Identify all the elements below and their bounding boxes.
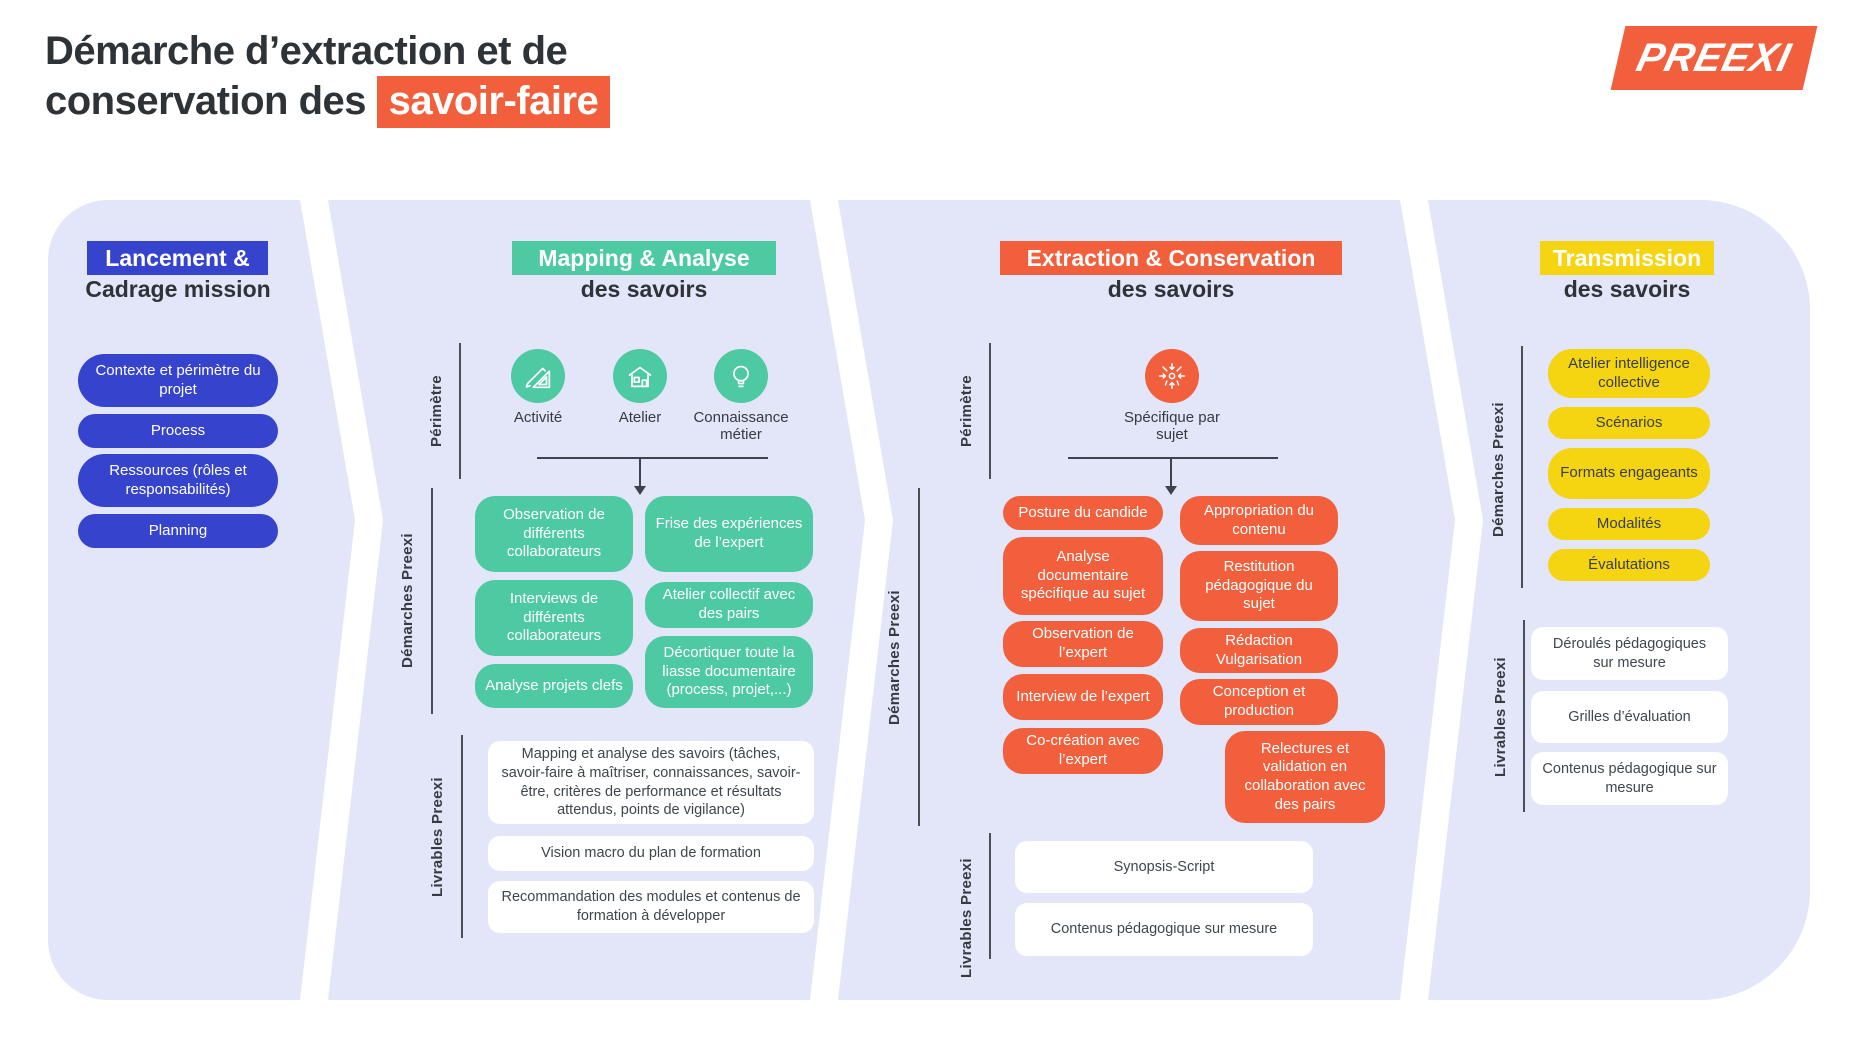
white-box-grilles: Grilles d’évaluation	[1531, 691, 1728, 743]
panel1-header-highlight: Lancement &	[87, 241, 268, 275]
orange-box-relectures: Relectures et validation en collaboratio…	[1225, 731, 1385, 823]
panel2-demarches-label: Démarches Preexi	[399, 533, 416, 669]
yellow-box-scenarios: Scénarios	[1548, 407, 1710, 439]
panel2-perimetre-label: Périmètre	[428, 375, 445, 448]
panel-transmission	[1428, 200, 1810, 1000]
panel3-perimetre-label: Périmètre	[958, 375, 975, 448]
panel3-bracket-line	[1068, 457, 1278, 459]
yellow-box-evalutations: Évalutations	[1548, 549, 1710, 581]
teal-box-decortiquer: Décortiquer toute la liasse documentaire…	[645, 636, 813, 708]
converge-icon	[1145, 349, 1199, 403]
teal-box-atelier-collectif: Atelier collectif avec des pairs	[645, 582, 813, 628]
panel3-header-highlight: Extraction & Conservation	[1000, 241, 1342, 275]
pill-ressources: Ressources (rôles et responsabilités)	[78, 454, 278, 507]
icon-label-atelier: Atelier	[618, 409, 662, 426]
orange-box-posture: Posture du candide	[1003, 496, 1163, 530]
panel4-demarches-line	[1521, 346, 1523, 588]
teal-box-analyse-projets: Analyse projets clefs	[475, 664, 633, 708]
panel2-livrables-label: Livrables Preexi	[429, 777, 446, 897]
teal-box-interviews: Interviews de différents collaborateurs	[475, 580, 633, 656]
panel4-livrables-line	[1523, 620, 1525, 812]
title-line1: Démarche d’extraction et de	[45, 29, 568, 73]
panel2-header-rest: des savoirs	[580, 276, 708, 302]
orange-box-appropriation: Appropriation du contenu	[1180, 496, 1338, 545]
white-box-synopsis: Synopsis-Script	[1015, 841, 1313, 893]
preexi-logo-text: PREEXI	[1632, 35, 1796, 80]
ruler-pencil-icon	[511, 349, 565, 403]
panel3-header-rest: des savoirs	[1107, 276, 1235, 302]
white-box-mapping-analyse: Mapping et analyse des savoirs (tâches, …	[488, 741, 814, 824]
page-title: Démarche d’extraction et de conservation…	[45, 26, 611, 128]
teal-box-observation: Observation de différents collaborateurs	[475, 496, 633, 572]
icon-label-activite: Activité	[513, 409, 563, 426]
workshop-icon	[613, 349, 667, 403]
yellow-box-formats: Formats engageants	[1548, 448, 1710, 499]
orange-box-redaction: Rédaction Vulgarisation	[1180, 628, 1338, 673]
white-box-contenus-p3: Contenus pédagogique sur mesure	[1015, 903, 1313, 956]
panel3-arrowhead-icon	[1165, 486, 1177, 495]
panel4-demarches-label: Démarches Preexi	[1490, 402, 1507, 538]
panel3-arrow	[1170, 457, 1172, 487]
orange-box-conception: Conception et production	[1180, 679, 1338, 725]
white-box-recommandation: Recommandation des modules et contenus d…	[488, 881, 814, 933]
orange-box-cocreation: Co-création avec l’expert	[1003, 728, 1163, 774]
orange-box-interview-expert: Interview de l’expert	[1003, 674, 1163, 720]
panel1-header-rest: Cadrage mission	[85, 276, 271, 302]
panel4-header-rest: des savoirs	[1563, 276, 1691, 302]
icon-label-specifique: Spécifique par sujet	[1124, 409, 1220, 444]
white-box-contenus-p4: Contenus pédagogique sur mesure	[1531, 752, 1728, 805]
panel2-perimetre-line	[459, 343, 461, 479]
white-box-deroules: Déroulés pédagogiques sur mesure	[1531, 627, 1728, 680]
pill-contexte: Contexte et périmètre du projet	[78, 354, 278, 407]
panel4-header-highlight: Transmission	[1540, 241, 1714, 275]
panel2-arrowhead-icon	[634, 486, 646, 495]
orange-box-observation-expert: Observation de l’expert	[1003, 621, 1163, 667]
orange-box-restitution: Restitution pédagogique du sujet	[1180, 551, 1338, 621]
title-line2: conservation des savoir-faire	[45, 76, 611, 128]
panel2-livrables-line	[461, 735, 463, 938]
panel3-livrables-label: Livrables Preexi	[958, 858, 975, 978]
panel2-demarches-line	[431, 488, 433, 714]
panel3-demarches-line	[918, 488, 920, 826]
panel3-perimetre-line	[989, 343, 991, 479]
icon-label-connaissance: Connaissance métier	[693, 409, 789, 444]
preexi-logo: PREEXI	[1610, 26, 1818, 90]
panel2-bracket-line	[537, 457, 768, 459]
pill-process: Process	[78, 414, 278, 448]
pill-planning: Planning	[78, 514, 278, 548]
orange-box-analyse-doc: Analyse documentaire spécifique au sujet	[1003, 537, 1163, 615]
panel2-arrow	[639, 457, 641, 487]
yellow-box-atelier-ic: Atelier intelligence collective	[1548, 349, 1710, 398]
lightbulb-icon	[714, 349, 768, 403]
yellow-box-modalites: Modalités	[1548, 508, 1710, 540]
white-box-vision-macro: Vision macro du plan de formation	[488, 836, 814, 871]
title-highlight: savoir-faire	[376, 76, 611, 128]
panel2-header-highlight: Mapping & Analyse	[512, 241, 776, 275]
panel4-livrables-label: Livrables Preexi	[1492, 657, 1509, 777]
panel3-demarches-label: Démarches Preexi	[886, 590, 903, 725]
panel3-livrables-line	[989, 833, 991, 959]
panel-lancement	[48, 200, 355, 1000]
teal-box-frise: Frise des expériences de l’expert	[645, 496, 813, 572]
